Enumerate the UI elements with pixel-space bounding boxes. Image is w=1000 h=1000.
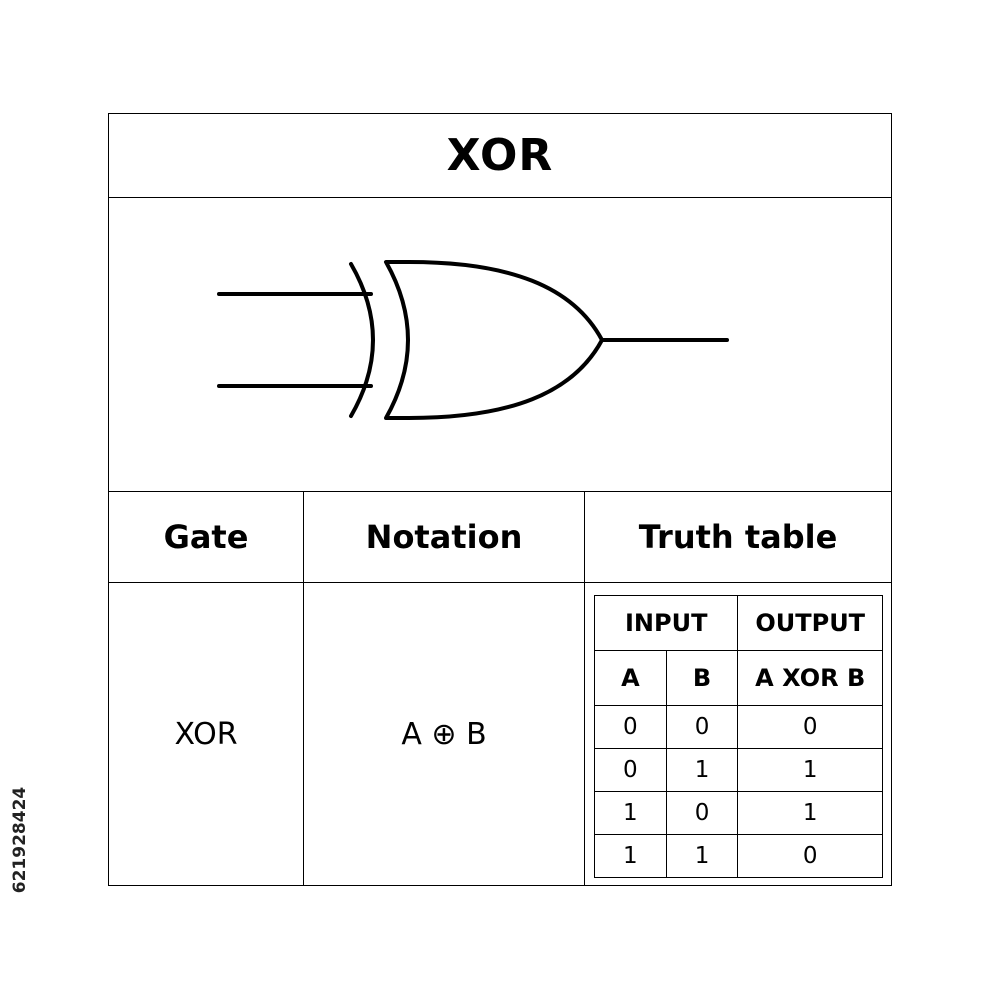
cell-b: 0 xyxy=(665,791,739,835)
header-row: Gate Notation Truth table xyxy=(109,492,891,583)
truth-table-column-row: A B A XOR B xyxy=(594,650,883,706)
table-row: 0 0 0 xyxy=(594,705,883,749)
xor-gate-icon xyxy=(217,260,729,420)
output-group-header: OUTPUT xyxy=(737,595,883,651)
truth-table: INPUT OUTPUT A B A XOR B 0 0 0 0 1 1 1 0 xyxy=(593,595,883,878)
table-row: 0 1 1 xyxy=(594,748,883,792)
cell-b: 1 xyxy=(665,748,739,792)
table-row: 1 0 1 xyxy=(594,791,883,835)
column-a-header: A xyxy=(594,650,667,706)
xor-extra-arc xyxy=(349,262,375,418)
or-gate-body xyxy=(384,260,604,420)
table-row: 1 1 0 xyxy=(594,834,883,878)
input-group-header: INPUT xyxy=(593,595,739,651)
header-gate: Gate xyxy=(163,518,249,556)
header-notation: Notation xyxy=(365,518,523,556)
cell-a: 0 xyxy=(594,748,667,792)
gate-name-cell: XOR xyxy=(109,583,304,885)
gate-card: XOR Gate Notation Truth table XOR A xyxy=(108,113,892,886)
truth-table-group-row: INPUT OUTPUT xyxy=(593,595,883,651)
cell-output: 0 xyxy=(737,834,883,878)
side-id-text: 621928424 xyxy=(10,786,30,894)
body-row: XOR A ⊕ B INPUT OUTPUT A B A XOR B 0 0 0… xyxy=(109,583,891,885)
notation-cell: A ⊕ B xyxy=(304,583,585,885)
column-b-header: B xyxy=(665,650,739,706)
cell-a: 0 xyxy=(594,705,667,749)
symbol-panel xyxy=(109,198,891,492)
notation-formula: A ⊕ B xyxy=(401,716,487,752)
header-notation-cell: Notation xyxy=(304,492,585,582)
cell-b: 1 xyxy=(665,834,739,878)
cell-a: 1 xyxy=(594,791,667,835)
page-title: XOR xyxy=(446,130,554,181)
cell-output: 1 xyxy=(737,748,883,792)
cell-output: 0 xyxy=(737,705,883,749)
header-truth-table: Truth table xyxy=(638,518,838,556)
cell-output: 1 xyxy=(737,791,883,835)
header-truth-table-cell: Truth table xyxy=(585,492,891,582)
header-gate-cell: Gate xyxy=(109,492,304,582)
gate-name: XOR xyxy=(174,716,238,752)
title-row: XOR xyxy=(109,114,891,198)
cell-b: 0 xyxy=(665,705,739,749)
side-id-label: 621928424 xyxy=(8,760,32,920)
cell-a: 1 xyxy=(594,834,667,878)
column-output-header: A XOR B xyxy=(737,650,883,706)
